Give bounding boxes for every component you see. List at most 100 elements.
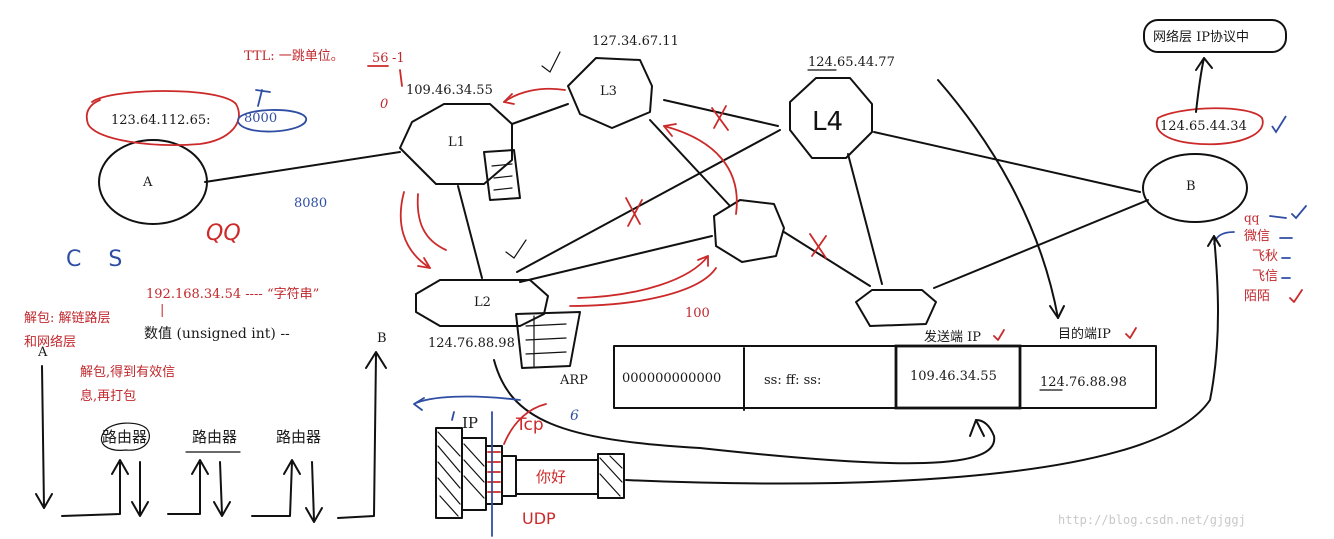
ip-a: 123.64.112.65: <box>111 113 211 128</box>
router-l1-label: L1 <box>448 135 465 150</box>
app-feixin: 飞信 <box>1252 269 1278 284</box>
arrow-l3-l1 <box>503 87 566 103</box>
router-l4-hex <box>789 77 873 159</box>
arrow-l2-mid-a <box>577 255 709 299</box>
packet-outer <box>613 345 1157 409</box>
x-mark-mid-low <box>809 233 827 259</box>
arrow-l2-mid-head <box>697 255 709 267</box>
ip-l1: 109.46.34.55 <box>406 83 493 98</box>
hop-up-1-head <box>111 459 129 475</box>
stack-hatching <box>437 431 623 517</box>
packet-frame: 000000000000 ss: ff: ss: 109.46.34.55 12… <box>613 326 1157 411</box>
unpack2-line2: 息,再打包 <box>80 388 136 404</box>
l1-table-lines <box>491 163 513 191</box>
packet-field-mac1: 000000000000 <box>622 371 721 386</box>
stack-ip-label: IP <box>462 414 478 432</box>
link-l2-l4 <box>516 129 781 273</box>
circle-ip-b <box>1155 107 1264 146</box>
hop-axis-a: A <box>37 345 48 360</box>
arrow-l1-l2-b <box>416 193 447 251</box>
app-ticks-blue <box>1269 205 1307 279</box>
arrow-l2-src <box>493 359 996 465</box>
tick-l3 <box>541 51 561 73</box>
packet-field-mac2: ss: ff: ss: <box>764 373 821 388</box>
hop-down-3 <box>311 461 315 521</box>
arrow-l4-dst-head <box>1049 305 1065 319</box>
packet-dst-label: 目的端IP <box>1058 326 1111 342</box>
port-mark <box>255 89 271 107</box>
ttl-tick <box>399 69 403 87</box>
hop-path-3 <box>251 461 293 517</box>
node-b-label: B <box>1186 179 1196 194</box>
arp-table-lines <box>525 315 567 367</box>
router-l3-label: L3 <box>600 84 617 99</box>
stack-six: 6 <box>570 408 579 424</box>
cs-label: C S <box>66 247 132 272</box>
link-l2-mid <box>519 235 713 283</box>
hop-path-1 <box>61 461 121 517</box>
ip-l2: 124.76.88.98 <box>428 336 515 351</box>
app-wechat: 微信 <box>1244 229 1270 244</box>
hop-path-2 <box>167 461 201 515</box>
app-qq: qq <box>1244 211 1260 225</box>
arrow-l4-dst <box>937 79 1059 319</box>
arrow-mid-l3-head <box>663 123 677 137</box>
stack-tcp-arc <box>503 403 547 445</box>
hop-down-1-head <box>131 501 149 517</box>
unpack1-line1: 解包: 解链路层 <box>24 310 111 326</box>
link-l1-l3 <box>511 103 569 125</box>
arrow-mid-l3 <box>663 125 738 215</box>
stack-trailer <box>597 453 625 499</box>
node-a-ellipse <box>98 139 208 225</box>
hop-down-3-head <box>305 507 323 523</box>
hop-down-a-head <box>35 493 53 509</box>
watermark: http://blog.csdn.net/gjggj <box>1058 513 1246 527</box>
qq-label: QQ <box>206 221 241 246</box>
hop-router-2: 路由器 <box>192 428 237 446</box>
arrow-l1-l2-head <box>417 257 431 269</box>
link-low-b <box>933 199 1149 289</box>
ttl-56: 56 <box>372 51 389 66</box>
app-feiqiu: 飞秋 <box>1252 249 1278 264</box>
ttl-note: TTL: 一跳单位。 <box>244 49 344 64</box>
hop-up-3-head <box>283 459 301 475</box>
ip-l4: 124.65.44.77 <box>808 55 895 70</box>
stack-hello: 你好 <box>536 468 566 486</box>
hop-up-2-head <box>191 459 209 475</box>
router-l2-label: L2 <box>474 295 491 310</box>
link-l4-b <box>873 131 1141 193</box>
network-layer-label: 网络层 IP协议中 <box>1153 29 1249 45</box>
ip-string-note: 192.168.34.54 ---- “字符串” <box>146 286 319 302</box>
app-tick-red <box>1289 289 1303 303</box>
hop-down-2 <box>219 461 223 515</box>
unpack2-line1: 解包,得到有效信 <box>80 364 175 380</box>
protocol-stack: IP Tcp 6 你好 UDP <box>413 395 625 537</box>
hop-axis-b: B <box>377 331 387 346</box>
app-momo: 陌陌 <box>1244 289 1270 304</box>
label-100: 100 <box>685 306 710 321</box>
packet-checks <box>993 327 1137 341</box>
link-mid-low <box>783 231 871 287</box>
tick-l2 <box>505 239 527 259</box>
stack-udp-label: UDP <box>522 509 556 528</box>
ip-b: 124.65.44.34 <box>1160 119 1247 134</box>
link-l3-l4 <box>663 99 779 127</box>
packet-field-dst-ip: 124.76.88.98 <box>1040 375 1127 390</box>
arrow-l2-src-head <box>969 419 985 437</box>
node-a-label: A <box>142 175 153 190</box>
stack-frame-udp <box>501 455 517 497</box>
router-l1-hex <box>399 103 513 185</box>
stack-frame-ip <box>461 437 487 511</box>
hop-up-b <box>337 353 377 519</box>
ttl-zero: 0 <box>380 97 388 112</box>
stack-ip-tick <box>451 411 455 421</box>
hop-down-2-head <box>213 501 231 517</box>
hop-router-1-cloud <box>100 422 150 451</box>
hop-down-a <box>41 365 45 509</box>
arrow-l3-l1-head <box>503 93 515 105</box>
ttl-minus1: -1 <box>392 51 405 66</box>
ip-l3: 127.34.67.11 <box>592 34 679 49</box>
router-l4-label: L4 <box>812 107 843 137</box>
unpack1-line2: 和网络层 <box>24 334 76 350</box>
